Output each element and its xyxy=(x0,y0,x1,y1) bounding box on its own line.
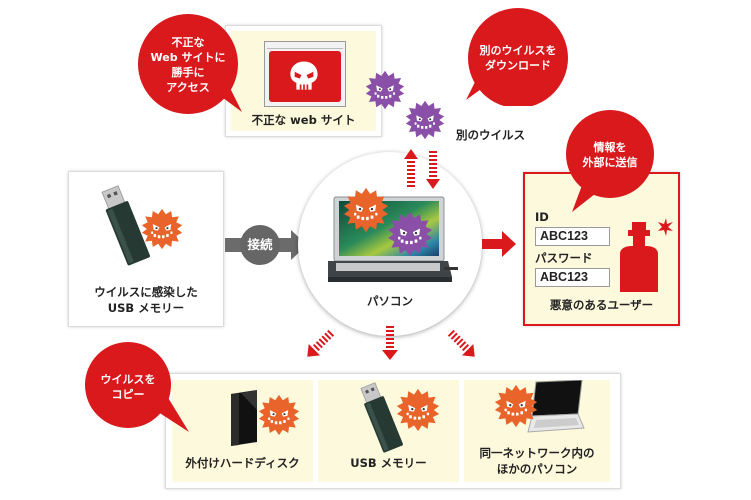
malicious-site-panel: 不正な web サイト xyxy=(225,25,382,137)
speech-bubble-unauthorized-access xyxy=(138,14,242,114)
send-arrow xyxy=(482,231,516,257)
spread-arrows xyxy=(307,326,475,360)
bubble-text-copy-virus: ウイルスを コピー xyxy=(100,373,156,401)
bubble-text-unauthorized-access: 不正な Web サイトに 勝手に アクセス xyxy=(150,36,226,94)
speech-bubble-copy-virus xyxy=(85,342,189,432)
infected-usb-panel: ウイルスに感染した USB メモリー xyxy=(68,171,224,327)
orange-virus-icon xyxy=(258,394,300,436)
password-label: パスワード xyxy=(535,251,593,265)
infected-usb-label-line1: ウイルスに感染した xyxy=(94,285,198,299)
infected-usb-label-line2: USB メモリー xyxy=(107,301,185,315)
browser-toolbar xyxy=(267,43,343,49)
id-label: ID xyxy=(535,210,549,224)
connect-label: 接続 xyxy=(247,237,273,252)
other-virus-label: 別のウイルス xyxy=(456,128,525,142)
browser-window-illustration xyxy=(264,41,346,107)
purple-virus-icon xyxy=(387,211,433,257)
target-label: 外付けハードディスク xyxy=(185,456,300,470)
target-external-hdd: 外付けハードディスク xyxy=(172,380,313,482)
orange-virus-icon xyxy=(396,388,440,432)
password-field: ABC123 xyxy=(535,268,610,287)
target-label-line2: ほかのパソコン xyxy=(496,462,578,476)
purple-virus-icon xyxy=(405,100,445,140)
bubble-text-download-virus: 別のウイルスを ダウンロード xyxy=(479,44,557,72)
speech-bubble-download-virus xyxy=(466,8,568,106)
target-network-pc: 同一ネットワーク内の ほかのパソコン xyxy=(464,380,610,482)
speech-bubble-send-info xyxy=(566,110,654,212)
orange-virus-icon xyxy=(343,187,389,233)
target-label-line1: 同一ネットワーク内の xyxy=(479,446,595,460)
target-usb-memory: USB メモリー xyxy=(318,380,459,482)
bidirectional-arrows xyxy=(404,149,440,189)
hacker-silhouette-icon xyxy=(620,218,673,292)
orange-virus-icon xyxy=(141,208,183,250)
skull-icon xyxy=(290,61,318,90)
malicious-site-label: 不正な web サイト xyxy=(251,113,356,127)
laptop-white-icon xyxy=(527,380,585,433)
external-hdd-icon xyxy=(231,390,257,446)
pc-label: パソコン xyxy=(367,294,413,308)
id-field: ABC123 xyxy=(535,227,610,246)
malicious-user-panel: ID ABC123 パスワード ABC123 悪意のあるユーザー xyxy=(523,172,680,326)
bubble-text-send-info: 情報を 外部に送信 xyxy=(582,141,638,169)
target-label: USB メモリー xyxy=(350,456,427,470)
copy-targets-panel: 外付けハードディスク USB メモリー 同一ネットワーク内の ほかのパソコン xyxy=(165,373,621,489)
purple-virus-icon xyxy=(365,70,405,110)
browser-content-red xyxy=(269,51,341,102)
malicious-user-caption: 悪意のあるユーザー xyxy=(549,298,654,312)
orange-virus-icon xyxy=(494,384,538,428)
